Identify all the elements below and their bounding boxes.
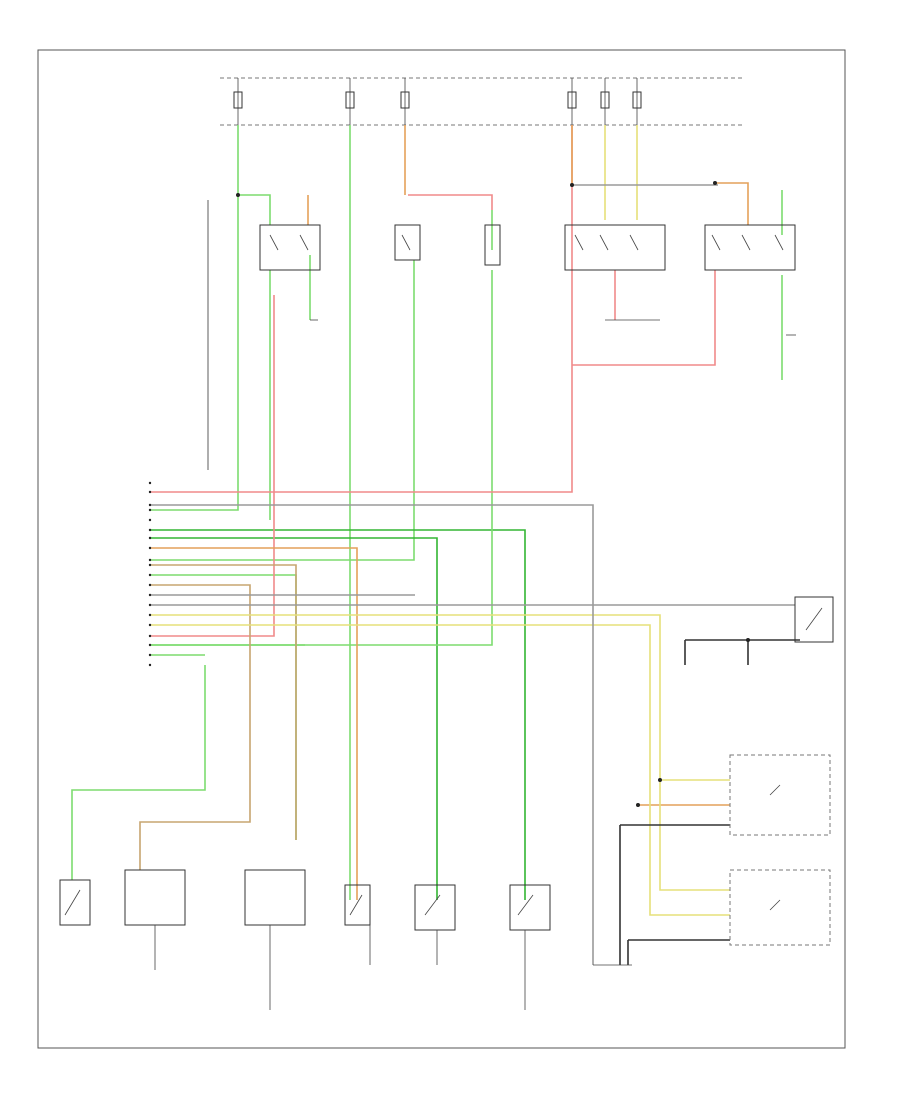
- right-door-lock-switch: [729, 869, 831, 946]
- switch-blades-upper: [269, 234, 784, 251]
- wire-green-10: [150, 210, 493, 646]
- wire-black-1: [619, 824, 730, 965]
- switch-block-2: [394, 224, 421, 261]
- wire-green-4: [150, 260, 415, 561]
- door-switch: [794, 596, 834, 643]
- diagram-frame: [37, 49, 846, 1049]
- wire-yellow-2: [150, 624, 730, 916]
- wire-red-3: [408, 194, 493, 210]
- switch-bottom-4: [509, 884, 551, 931]
- switch-bottom-2: [344, 884, 371, 926]
- wire-green-2: [238, 194, 271, 520]
- wire-group: [71, 125, 800, 965]
- relay-bottom-1: [124, 869, 186, 926]
- fuse-2: [345, 78, 355, 125]
- relay-bottom-2: [244, 869, 306, 926]
- switch-block-4: [564, 224, 666, 271]
- switch-block-1: [259, 224, 321, 271]
- connector-pins-left: [148, 481, 152, 667]
- wire-red-2: [150, 295, 275, 637]
- wire-black-2: [627, 939, 730, 965]
- wire-tan-1: [139, 584, 251, 870]
- fuse-6: [632, 78, 642, 125]
- wire-orange-3: [715, 182, 749, 225]
- switch-bottom-3: [414, 884, 456, 931]
- switch-block-3: [484, 224, 501, 266]
- wire-green-6: [71, 665, 206, 880]
- wire-orange-4: [150, 547, 358, 900]
- ground-drops-bottom: [154, 925, 632, 1010]
- wire-black-3: [684, 639, 800, 665]
- fuse-5: [600, 78, 610, 125]
- switch-block-5: [704, 224, 796, 271]
- fuse-row: [233, 78, 642, 125]
- switch-bottom-1: [59, 879, 91, 926]
- wire-green-dark-1: [150, 529, 526, 900]
- ground-symbols-upper: [310, 319, 796, 336]
- wire-tan-2: [150, 564, 297, 840]
- wire-green-dark-2: [150, 537, 438, 900]
- wire-red-4: [572, 270, 716, 366]
- left-door-lock-switch: [729, 754, 831, 836]
- fuse-3: [400, 78, 410, 125]
- fuse-4: [567, 78, 577, 125]
- fuse-panel-boundary: [220, 77, 745, 126]
- junction-dots: [236, 181, 750, 807]
- wire-gray-1: [150, 504, 594, 965]
- fuse-1: [233, 78, 243, 125]
- wire-green-1: [150, 125, 239, 511]
- wire-red-1: [150, 125, 573, 493]
- wire-yellow-1: [150, 614, 730, 891]
